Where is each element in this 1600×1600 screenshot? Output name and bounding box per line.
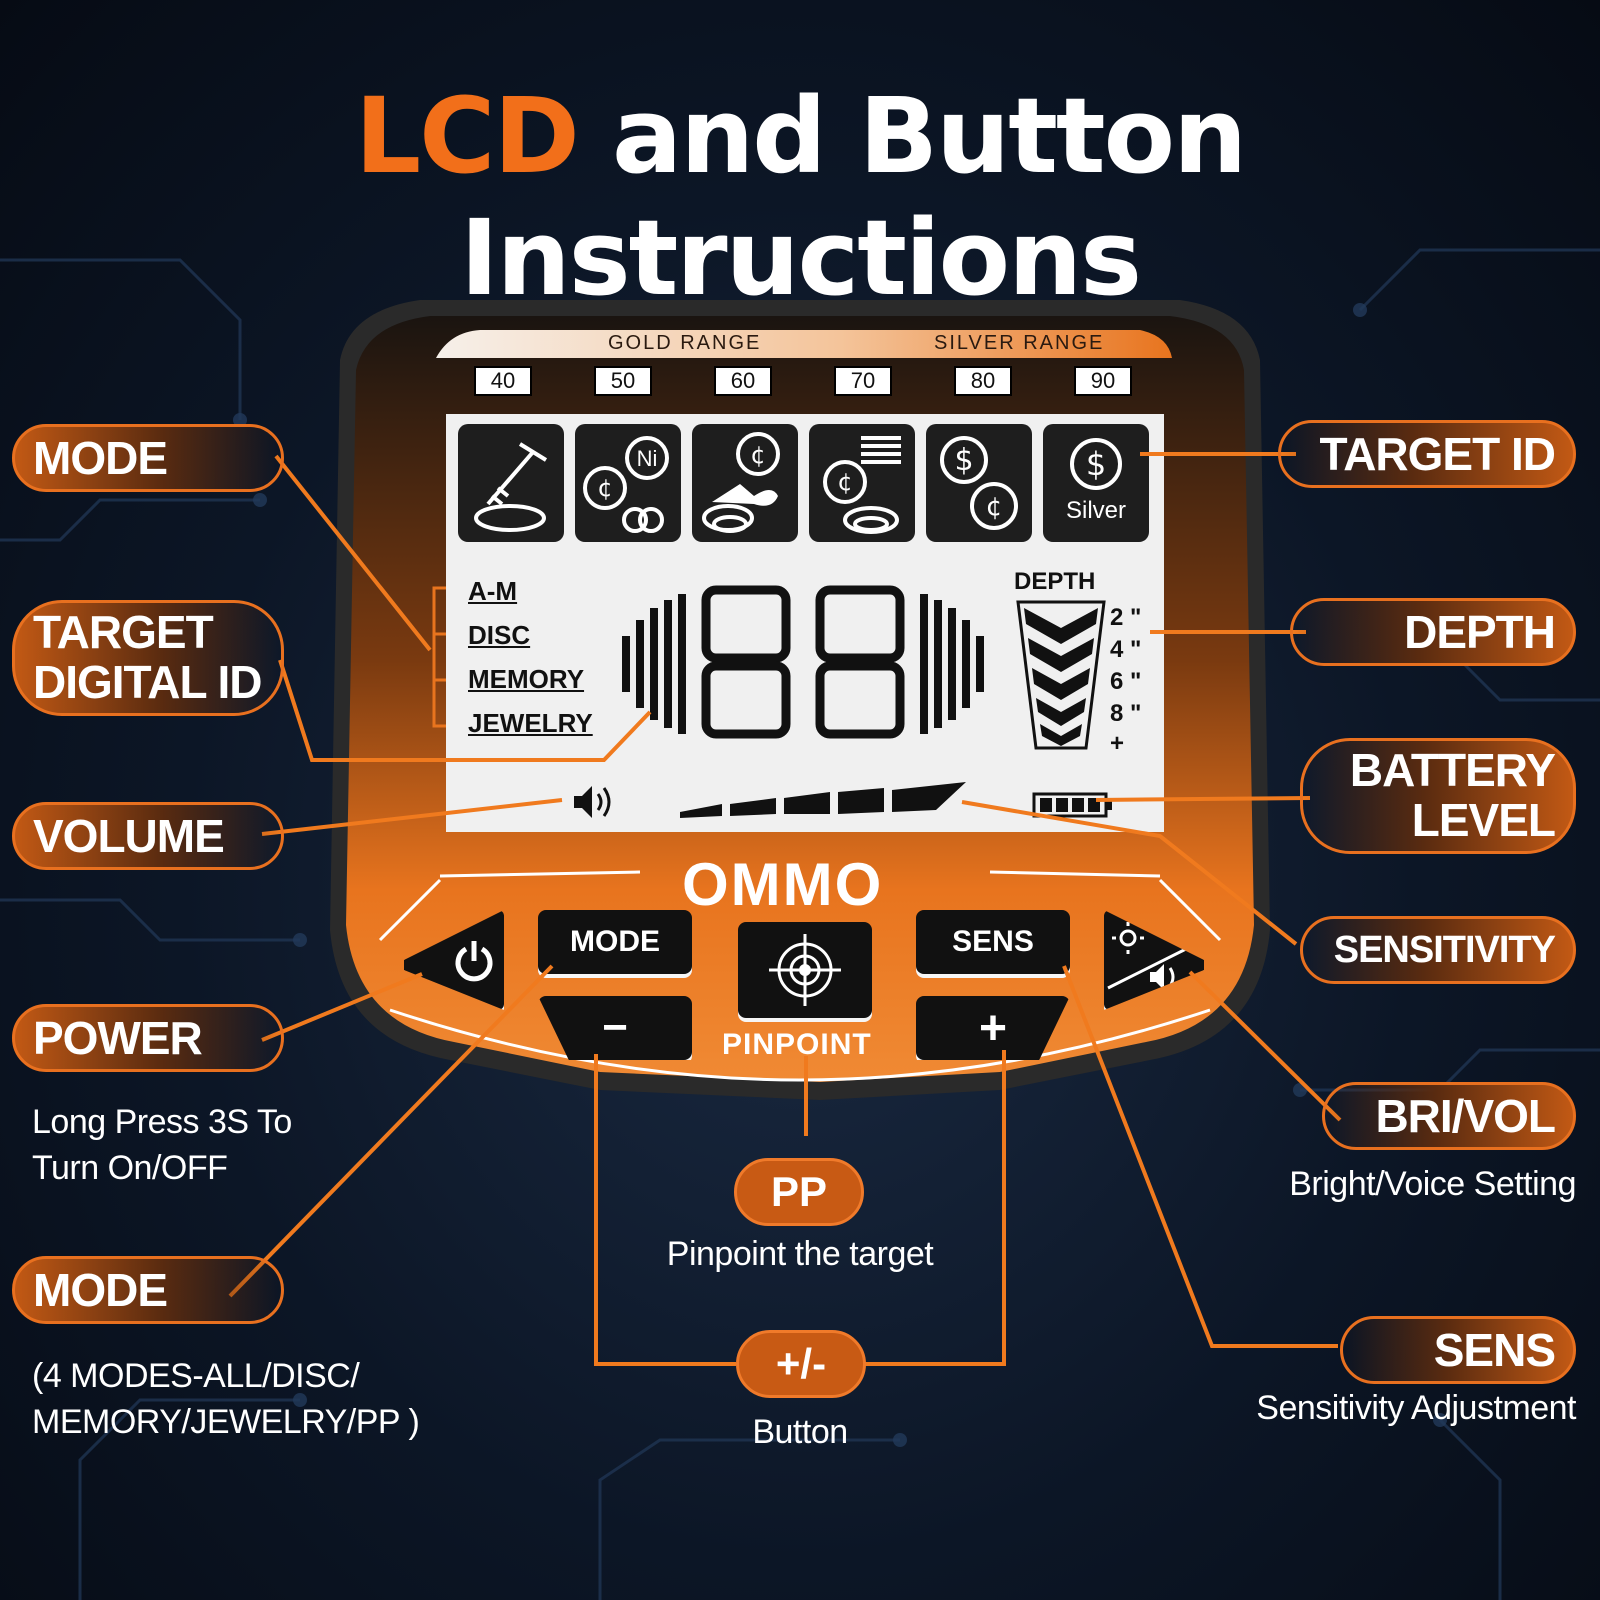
scale-mark: 40 [474, 366, 532, 396]
depth-value: 6 " [1110, 668, 1142, 695]
callout-pp: PP [734, 1158, 864, 1226]
battery-icon [1032, 792, 1112, 818]
depth-value: 4 " [1110, 636, 1142, 663]
scale-mark: 70 [834, 366, 892, 396]
mode-label-jewelry: JEWELRY [468, 708, 593, 738]
target-digital-id-display [622, 585, 984, 739]
mode-note-line: MEMORY/JEWELRY/PP ) [32, 1402, 420, 1441]
nickel-symbol: Ni [637, 446, 658, 471]
speaker-icon [574, 786, 611, 818]
range-band [436, 330, 1172, 358]
svg-text:¢: ¢ [597, 474, 612, 502]
callout-volume: VOLUME [12, 802, 284, 870]
minus-button[interactable]: − [538, 996, 692, 1060]
mode-label-disc: DISC [468, 620, 531, 650]
depth-gauge [1016, 600, 1106, 750]
sensitivity-bar [680, 782, 966, 818]
callout-power: POWER [12, 1004, 284, 1072]
pulltab-coin-icon: ¢ [692, 424, 798, 542]
gold-range-label: GOLD RANGE [608, 332, 762, 354]
scale-mark: 50 [594, 366, 652, 396]
callout-target-digital-id-line: TARGET [33, 606, 214, 659]
mode-note: (4 MODES-ALL/DISC/ MEMORY/JEWELRY/PP ) [32, 1354, 420, 1446]
callout-sens: SENS [1340, 1316, 1576, 1384]
callout-target-id: TARGET ID [1278, 420, 1576, 488]
page-title: LCD and Button Instructions [0, 75, 1600, 319]
callout-battery-level-line: BATTERY [1349, 744, 1556, 797]
brand-logo: OMMO [682, 851, 884, 918]
silver-range-label: SILVER RANGE [934, 332, 1105, 354]
title-highlight: LCD [354, 75, 580, 197]
callout-battery-level-line: LEVEL [1411, 794, 1556, 846]
depth-value: 8 " [1110, 700, 1142, 727]
bri-vol-note: Bright/Voice Setting [1289, 1165, 1576, 1203]
callout-sensitivity: SENSITIVITY [1300, 916, 1576, 984]
mode-button[interactable]: MODE [538, 910, 692, 974]
scale-mark: 90 [1074, 366, 1132, 396]
callout-target-digital-id: TARGET DIGITAL ID [12, 600, 284, 716]
power-note: Long Press 3S To Turn On/OFF [32, 1100, 292, 1192]
dollar-cent-icon: $ ¢ [926, 424, 1032, 542]
power-note-line: Long Press 3S To [32, 1103, 292, 1141]
pinpoint-label: PINPOINT [722, 1028, 872, 1061]
plus-minus-note: Button [752, 1413, 848, 1451]
callout-battery-level: BATTERY LEVEL [1300, 738, 1576, 854]
callout-mode-top: MODE [12, 424, 284, 492]
sens-note: Sensitivity Adjustment [1256, 1389, 1576, 1427]
crosshair-icon [769, 934, 841, 1006]
callout-plus-minus: +/- [736, 1330, 866, 1398]
depth-value: + [1110, 730, 1125, 757]
svg-text:¢: ¢ [750, 441, 765, 469]
callout-mode-bottom: MODE [12, 1256, 284, 1324]
mode-label-memory: MEMORY [468, 664, 585, 694]
svg-text:¢: ¢ [986, 492, 1003, 522]
power-note-line: Turn On/OFF [32, 1148, 228, 1187]
pinpoint-button[interactable] [738, 922, 872, 1018]
power-icon [455, 941, 493, 982]
scale-mark: 60 [714, 366, 772, 396]
depth-label: DEPTH [1014, 568, 1096, 595]
title-rest: and Button Instructions [459, 75, 1247, 319]
mode-note-line: (4 MODES-ALL/DISC/ [32, 1357, 360, 1395]
scale-mark: 80 [954, 366, 1012, 396]
pp-note: Pinpoint the target [666, 1235, 934, 1273]
svg-text:$: $ [1086, 445, 1106, 483]
svg-text:¢: ¢ [837, 468, 852, 496]
sens-button[interactable]: SENS [916, 910, 1070, 974]
depth-value: 2 " [1110, 604, 1142, 631]
svg-text:$: $ [954, 443, 973, 478]
zinc-coin-icon: ¢ [809, 424, 915, 542]
callout-bri-vol: BRI/VOL [1322, 1082, 1576, 1150]
mode-bracket [432, 586, 446, 728]
callout-depth: DEPTH [1290, 598, 1576, 666]
silver-dollar-icon: $ Silver [1043, 424, 1149, 542]
nickel-ring-icon: Ni ¢ [575, 424, 681, 542]
mode-label-all-metal: A-M [468, 576, 518, 606]
callout-target-digital-id-line: DIGITAL ID [33, 656, 263, 708]
silver-label: Silver [1066, 497, 1126, 524]
iron-bottlecap-icon [458, 424, 564, 542]
